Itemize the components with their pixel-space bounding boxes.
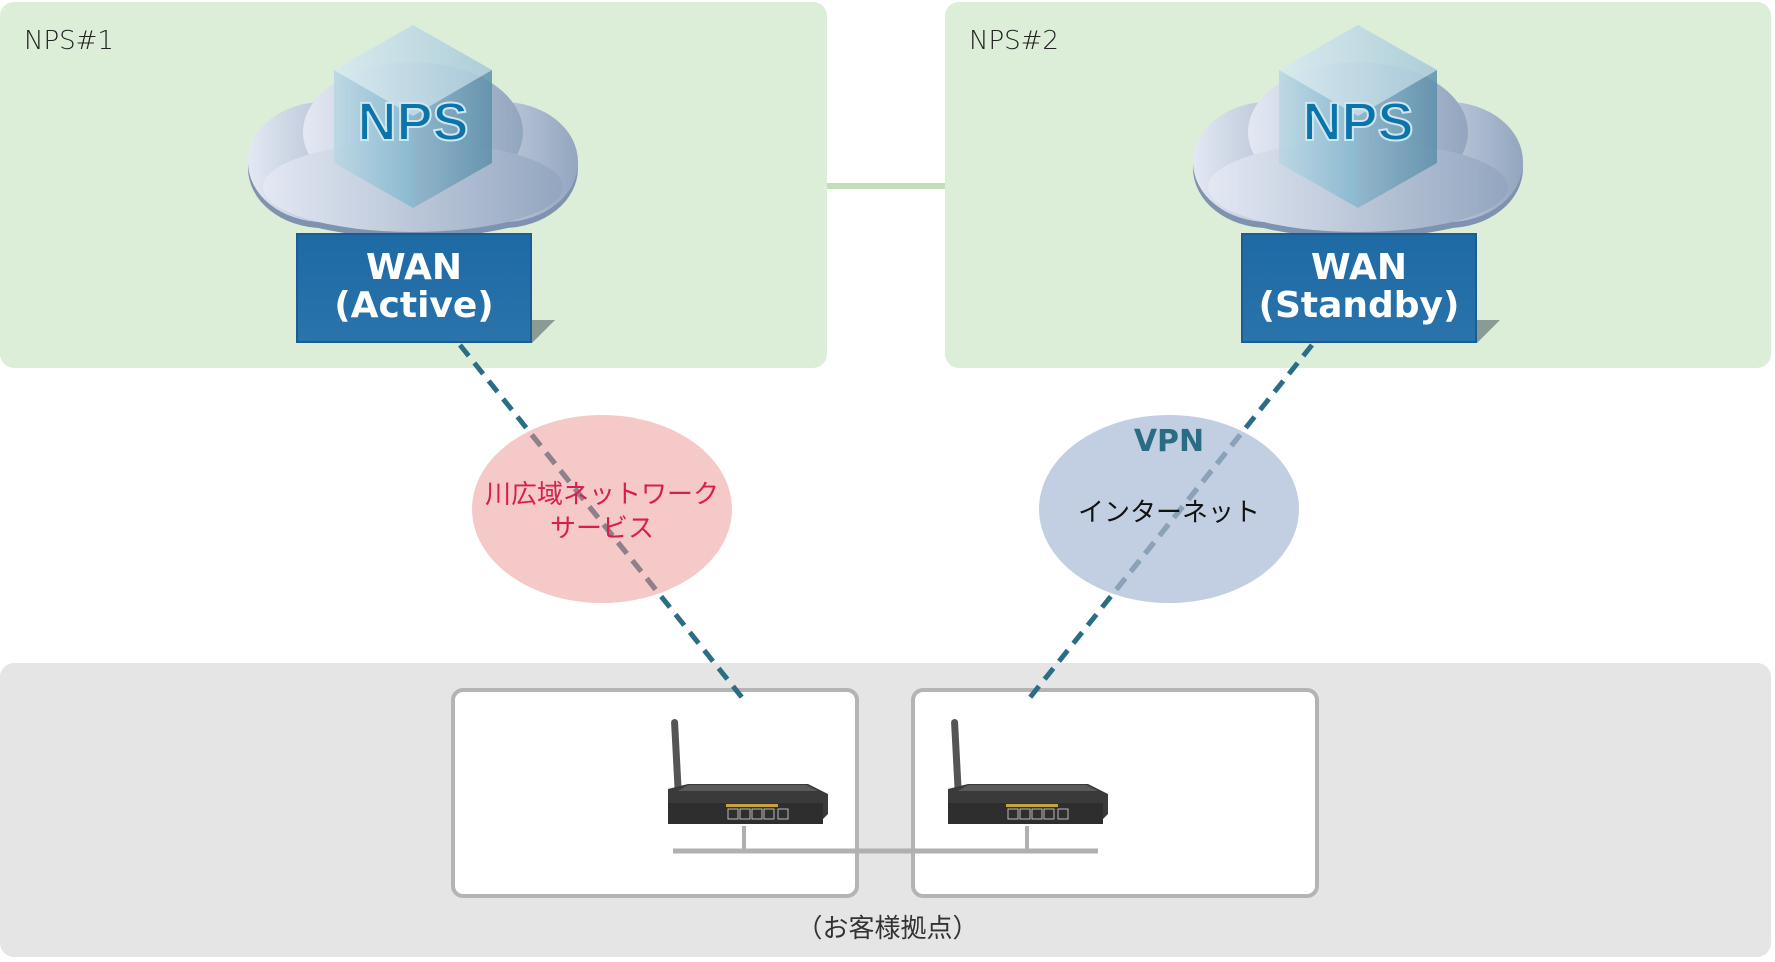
wan1-shadow bbox=[532, 320, 555, 343]
nps1-cube-icon bbox=[334, 25, 492, 208]
router2-icon bbox=[948, 719, 1108, 824]
customer-site-panel bbox=[0, 663, 1771, 957]
nps-interconnect-line bbox=[827, 183, 945, 189]
wan-active-box: WAN (Active) bbox=[296, 233, 532, 343]
nps1-label: NPS#1 bbox=[24, 26, 114, 56]
wan2-title: WAN bbox=[1310, 247, 1408, 288]
vpn-title: VPN bbox=[1133, 424, 1205, 459]
router1-icon bbox=[668, 719, 828, 824]
closed-network-ellipse bbox=[472, 415, 732, 603]
wan2-shadow bbox=[1477, 320, 1500, 343]
wan2-status: (Standby) bbox=[1258, 285, 1460, 326]
nps2-cube-icon bbox=[1279, 25, 1437, 208]
active-connection-line bbox=[458, 343, 746, 702]
standby-connection-line bbox=[1026, 343, 1314, 702]
nps1-logo: NPS bbox=[357, 92, 468, 152]
closed-network-line1: 川広域ネットワーク bbox=[484, 480, 719, 510]
wan1-title: WAN bbox=[365, 247, 463, 288]
wan-standby-box: WAN (Standby) bbox=[1241, 233, 1477, 343]
customer-site-caption: （お客様拠点） bbox=[796, 914, 979, 944]
nps2-label: NPS#2 bbox=[969, 26, 1059, 56]
closed-network-label: 川広域ネットワーク サービス bbox=[472, 478, 732, 546]
nps2-logo: NPS bbox=[1302, 92, 1413, 152]
internet-ellipse bbox=[1039, 415, 1299, 603]
internet-label: インターネット bbox=[1077, 498, 1260, 528]
wan1-status: (Active) bbox=[334, 285, 494, 326]
closed-network-line2: サービス bbox=[549, 514, 654, 544]
